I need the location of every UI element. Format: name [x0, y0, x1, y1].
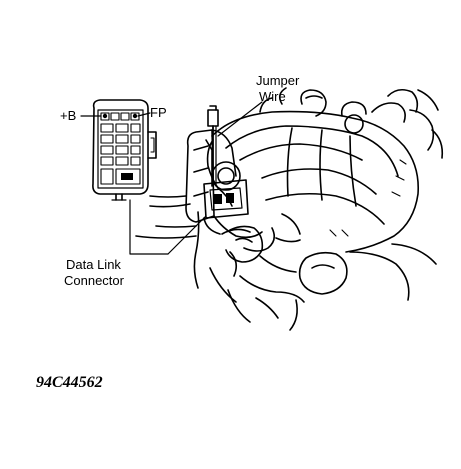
figure-code: 94C44562	[36, 374, 103, 391]
plus-b-label: +B	[60, 108, 77, 123]
connector-mount-bracket	[185, 129, 264, 263]
fp-label: FP	[150, 105, 167, 120]
jumper-wire	[205, 105, 233, 207]
dlc-leader-line-box	[129, 199, 169, 255]
dlc-label-line2: Connector	[64, 273, 124, 288]
data-link-connector-box	[92, 99, 157, 201]
dlc-label-line1: Data Link	[66, 257, 121, 272]
jumper-wire-label-line2: Wire	[259, 89, 286, 104]
fp-leader-line	[137, 112, 151, 117]
engine-block	[209, 87, 444, 331]
dlc-leader-line-mount	[167, 215, 207, 255]
wiring-harness	[135, 195, 200, 289]
jumper-wire-leader-line	[217, 101, 263, 137]
jumper-wire-label-line1: Jumper	[256, 73, 300, 88]
